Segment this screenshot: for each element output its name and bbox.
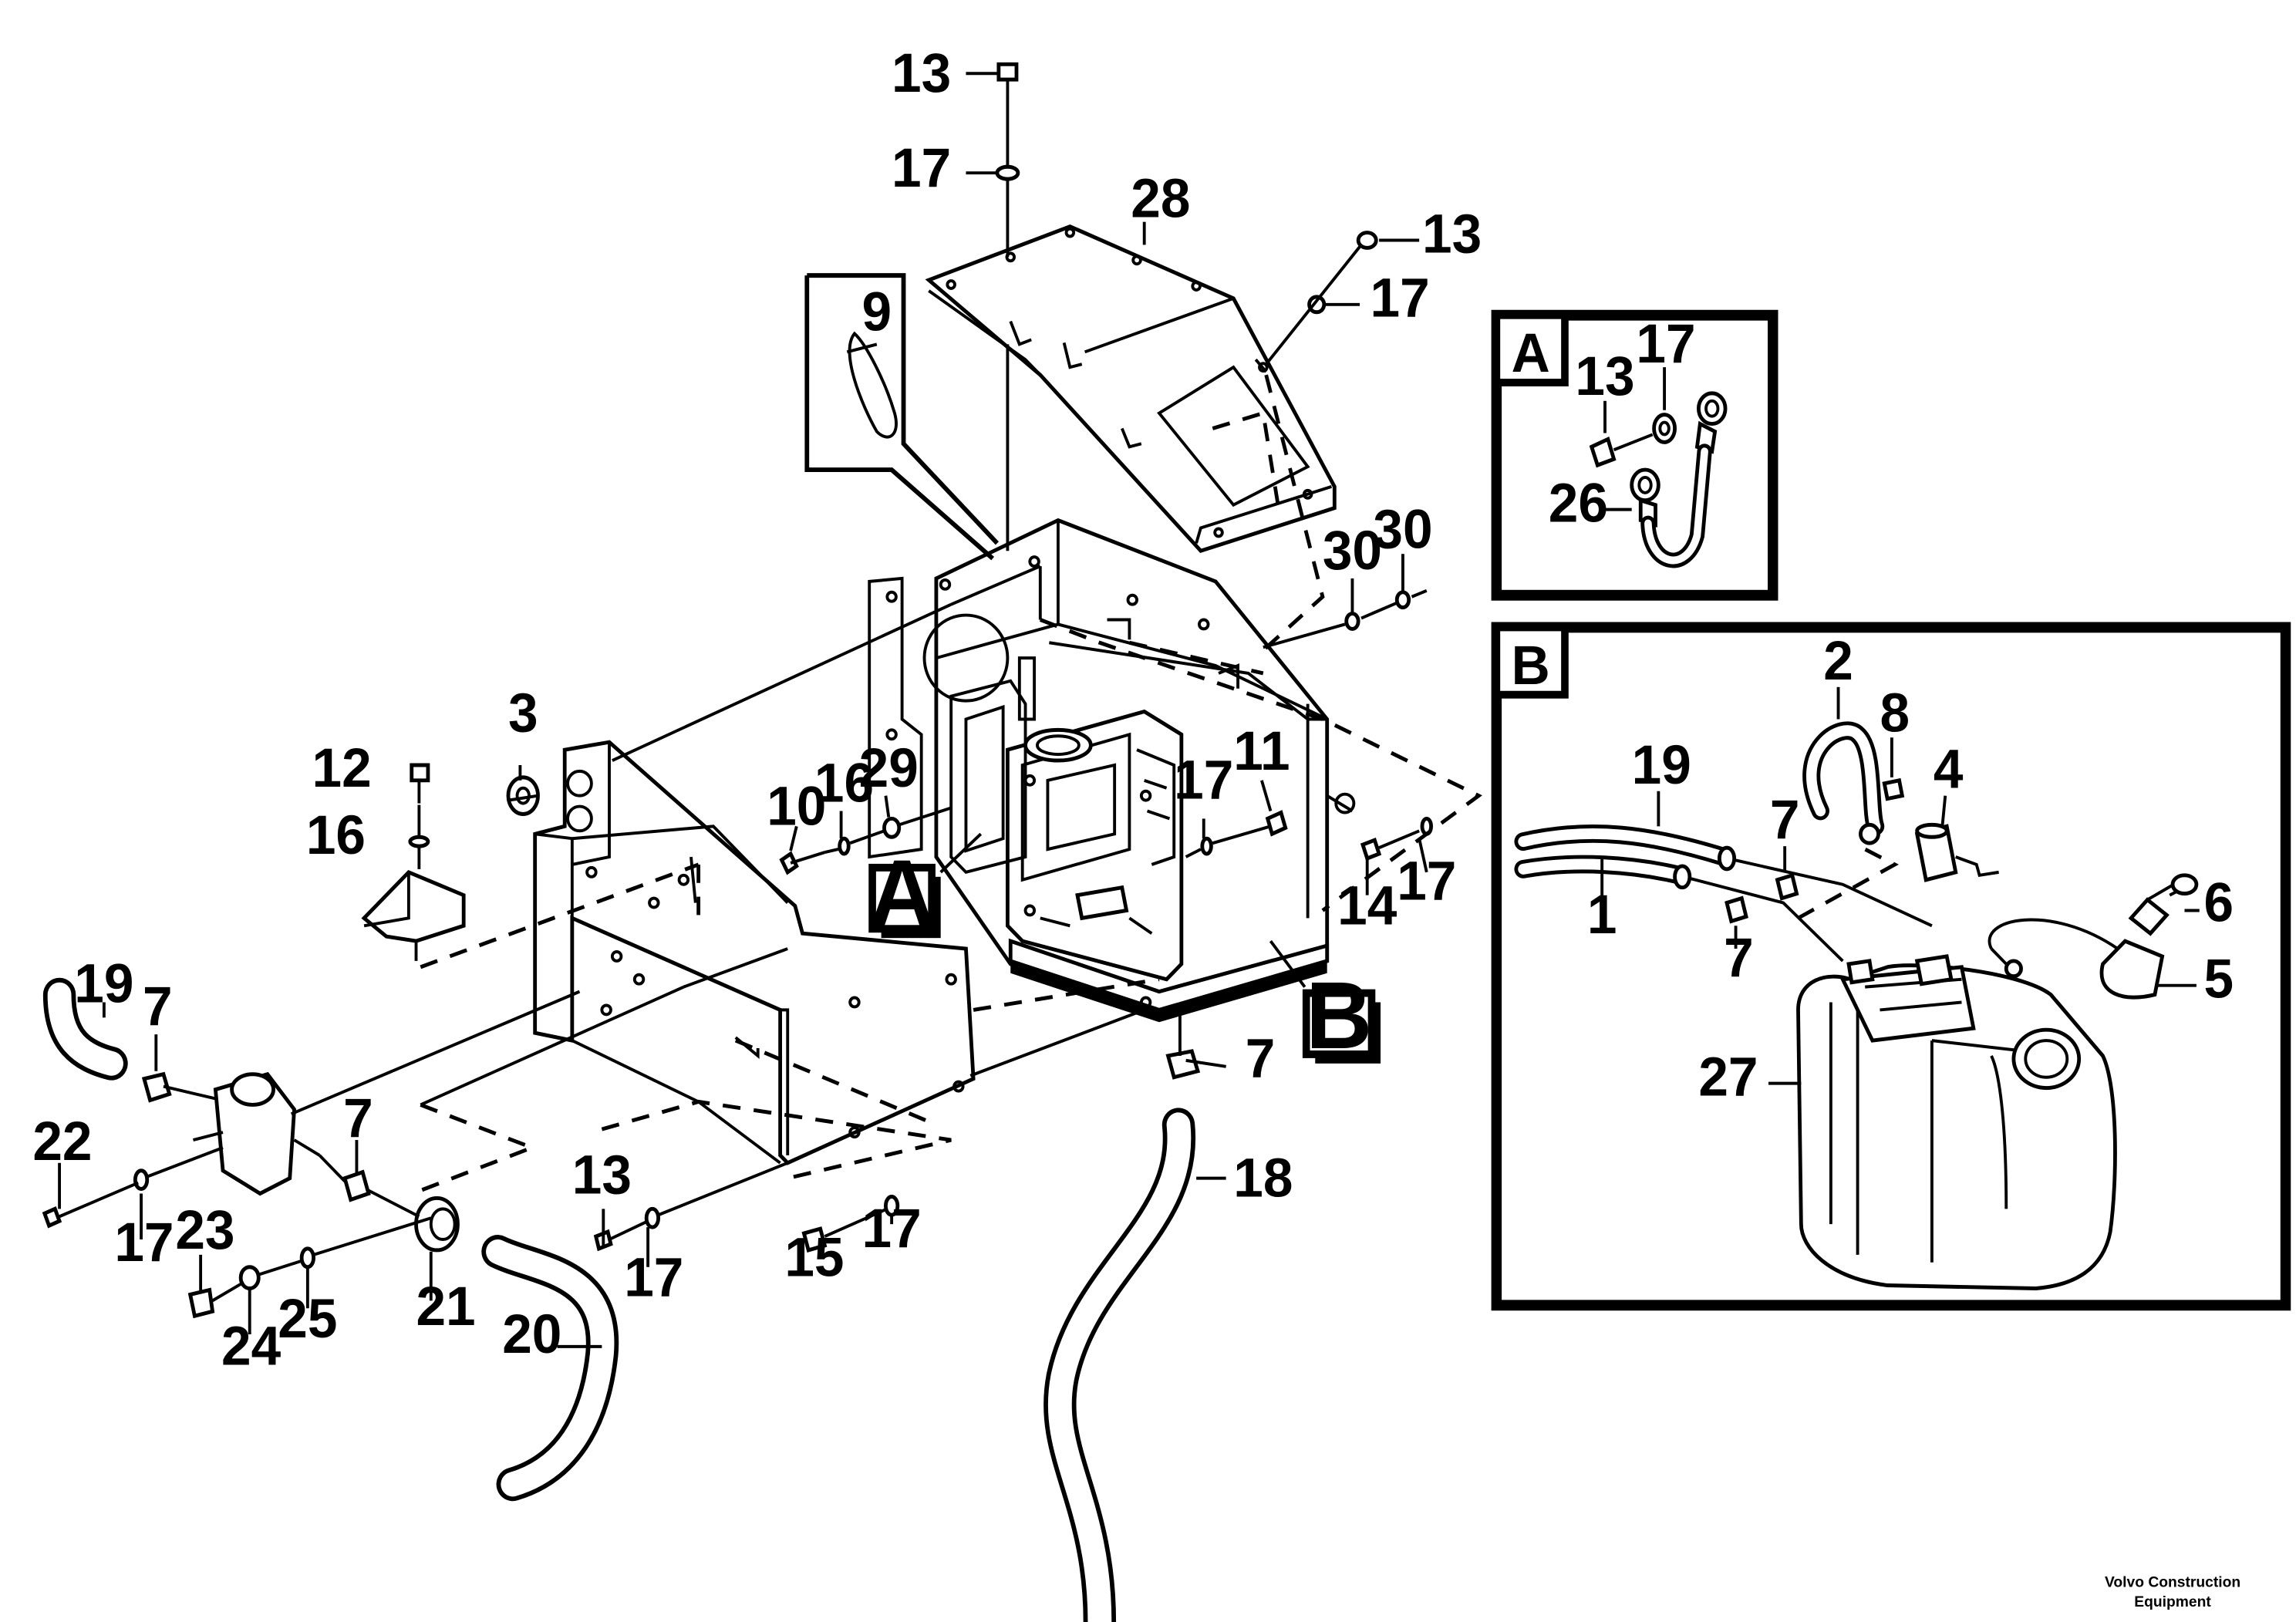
detail-a-label-17: 17 [1636,312,1695,374]
control-unit-assembly [949,656,1184,982]
top-cover-part-28 [925,224,1337,554]
label-22: 22 [32,1110,92,1172]
part-labels: 13 17 28 13 17 9 30 30 3 12 16 10 16 29 … [32,42,1482,1377]
hoses [42,977,1196,1622]
brand-line-2: Equipment [2134,1593,2211,1610]
callout-a-letter: A [868,840,935,946]
label-17-right: 17 [1371,267,1430,329]
label-20: 20 [502,1303,561,1364]
leader-lines [58,72,1482,1348]
label-7-hose: 7 [1246,1027,1276,1089]
label-13-top: 13 [892,42,951,103]
label-13-right: 13 [1422,202,1482,264]
label-29: 29 [859,737,919,798]
label-30-a: 30 [1323,519,1382,581]
detail-b-panel: B [1491,622,2291,1311]
drawing-number: 1085162 [2126,1620,2219,1622]
label-17-bottom: 17 [624,1246,683,1307]
detail-a-label-26: 26 [1549,472,1608,534]
detail-b-letter: B [1512,634,1550,696]
cable-tie-detail [804,273,999,561]
label-17-b2: 17 [862,1197,922,1259]
callout-b-letter: B [1306,962,1372,1068]
label-23: 23 [175,1199,234,1260]
label-17-top: 17 [892,137,951,198]
detail-b-label-4: 4 [1934,738,1964,800]
label-17-r2: 17 [1397,850,1456,912]
label-7-mid: 7 [343,1087,373,1148]
detail-b-label-19: 19 [1632,733,1691,795]
callout-b: B [1269,939,1381,1068]
detail-a-label-13: 13 [1575,345,1634,406]
label-28: 28 [1131,167,1190,229]
label-13-bottom: 13 [572,1144,632,1206]
label-17-mid: 17 [1174,749,1233,811]
detail-b-label-7-bottom: 7 [1724,926,1754,988]
detail-b-label-2: 2 [1823,629,1853,691]
label-15: 15 [784,1226,844,1288]
label-24: 24 [221,1315,281,1377]
detail-b-label-5: 5 [2204,948,2234,1010]
label-18: 18 [1233,1147,1293,1209]
detail-b-label-27: 27 [1698,1046,1758,1108]
footer: Volvo Construction Equipment 1085162 [2105,1573,2240,1622]
label-19-left: 19 [74,953,133,1014]
label-16-left: 16 [306,804,366,865]
label-25: 25 [278,1287,337,1349]
label-10: 10 [767,774,826,836]
brand-line-1: Volvo Construction [2105,1573,2240,1590]
label-7-left: 7 [143,975,173,1037]
detail-b-label-6: 6 [2204,871,2234,932]
label-30-b: 30 [1373,497,1432,559]
detail-a-panel: A 13 17 26 [1491,309,1778,601]
label-17-left: 17 [114,1211,174,1273]
label-21: 21 [416,1275,475,1337]
label-9: 9 [862,281,892,342]
small-bracket [361,869,466,961]
label-16-mid: 16 [814,752,874,814]
detail-a-letter: A [1512,322,1550,383]
detail-b-label-8: 8 [1880,681,1910,743]
label-11: 11 [1233,720,1290,781]
detail-b-label-1: 1 [1587,883,1617,945]
front-bracket [533,740,976,1165]
callout-a: A [868,832,983,946]
detail-b-label-7-top: 7 [1770,788,1800,850]
label-3: 3 [508,681,538,743]
label-14: 14 [1337,874,1397,936]
label-12: 12 [312,737,372,798]
